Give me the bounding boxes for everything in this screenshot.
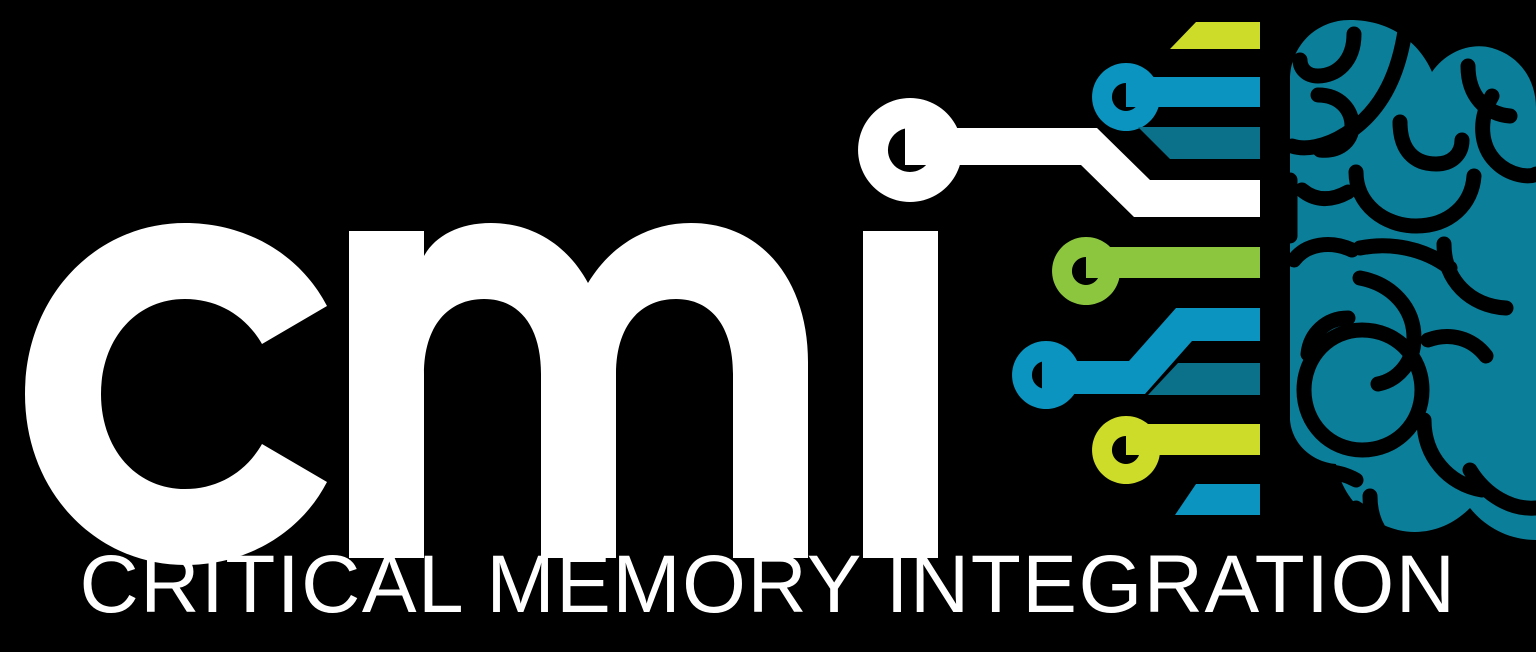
brain-fold-20: [1298, 506, 1358, 538]
brain-fold-21: [1348, 500, 1385, 574]
bar-lime-1: [1170, 22, 1260, 49]
letter-m: [349, 223, 808, 558]
brain-fold-18: [1416, 412, 1490, 498]
brain-fold-17: [1282, 463, 1364, 488]
brain-fold-14: [1300, 310, 1356, 362]
bar-teal-dark-2: [1148, 363, 1260, 395]
trace-white: [858, 98, 1260, 217]
brain-fold-9: [1294, 182, 1356, 206]
trace-lime-2: [1092, 416, 1260, 484]
brain-fold-8: [1348, 164, 1482, 234]
trace-cyan-2-path: [1042, 308, 1260, 394]
trace-cyan-2: [1012, 308, 1260, 409]
letter-i-stem: [863, 231, 938, 558]
brain-fold-10: [1286, 237, 1360, 268]
bar-cyan-3: [1175, 484, 1260, 515]
node-lime-ring: [1092, 416, 1161, 484]
brain-fold-13: [1352, 270, 1422, 392]
brain-fold-7: [1475, 88, 1536, 184]
circuit-traces: [858, 22, 1260, 515]
brain-fold-12: [1436, 236, 1514, 316]
brain-left-gap: [1260, 0, 1290, 540]
brain-fold-1: [1292, 26, 1362, 84]
brain-fold-3: [1284, 16, 1414, 156]
tagline: CRITICAL MEMORY INTEGRATION: [80, 539, 1457, 630]
letter-c: [25, 223, 327, 565]
bar-teal-dark-1: [1138, 127, 1260, 159]
brain-fold-22: [1462, 462, 1536, 516]
brain-fold-15: [1296, 322, 1430, 458]
trace-cyan-1: [1092, 63, 1260, 131]
brain-fold-16: [1420, 329, 1494, 364]
brain-fold-4: [1392, 114, 1470, 172]
node-cyan-2-ring: [1012, 341, 1081, 409]
trace-green: [1052, 237, 1260, 305]
brain-silhouette: [1290, 20, 1536, 540]
brain-fold-5: [1460, 58, 1518, 124]
brain-graphic: [1260, 0, 1536, 574]
node-white-ring: [858, 98, 963, 202]
node-cyan-1-ring: [1092, 63, 1161, 131]
wordmark-cmi: [25, 223, 938, 565]
trace-white-path: [905, 128, 1260, 217]
node-green-ring: [1052, 237, 1121, 305]
